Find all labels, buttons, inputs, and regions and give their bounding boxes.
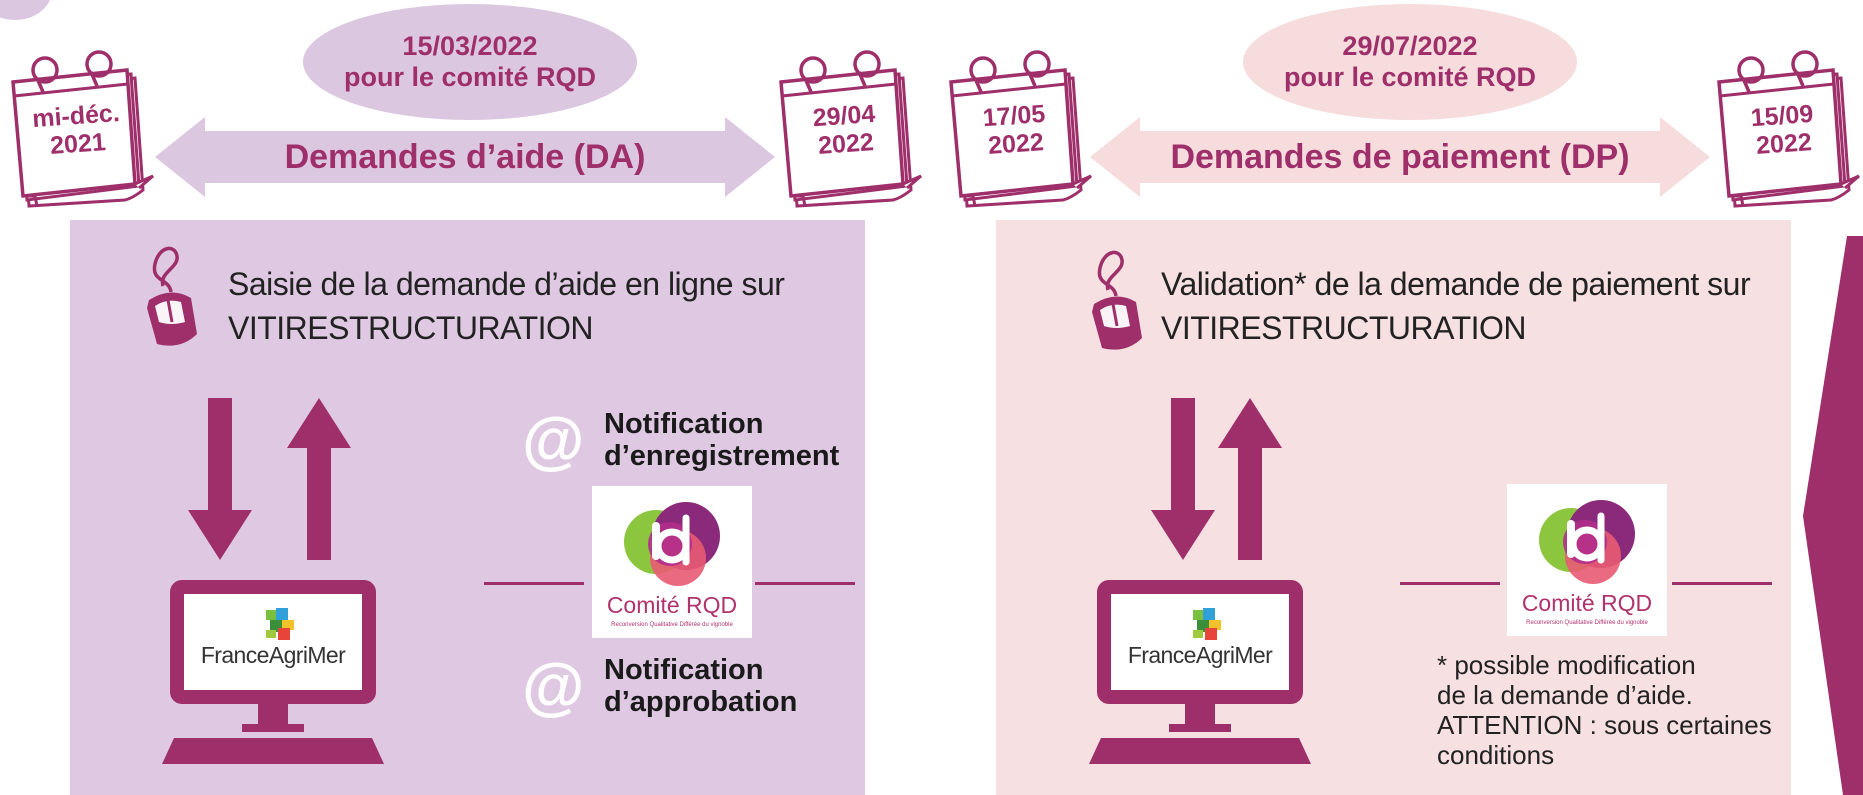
rqd-logo-subtitle: Reconversion Qualitative Différée du vig… — [611, 622, 733, 628]
da-notification-registration-line2: d’enregistrement — [604, 440, 840, 472]
next-step-chevron — [1803, 236, 1863, 795]
da-end-date: 29/04 2022 — [788, 98, 902, 162]
dp-footnote-line4: conditions — [1437, 740, 1555, 770]
mouse-icon — [1086, 246, 1146, 356]
da-notification-approval: Notification d’approbation — [604, 654, 797, 718]
da-start-date: mi-déc. 2021 — [20, 98, 134, 162]
dp-start-date: 17/05 2022 — [958, 98, 1072, 162]
rqd-logo-subtitle: Reconversion Qualitative Différée du vig… — [1526, 620, 1648, 626]
rqd-logo-title: Comité RQD — [606, 592, 738, 618]
down-arrow-icon — [188, 398, 252, 560]
computer-icon — [158, 576, 388, 766]
dp-timeline-arrow — [1090, 117, 1710, 197]
da-notification-approval-line1: Notification — [604, 654, 764, 686]
da-timeline-label: Demandes d’aide (DA) — [284, 137, 646, 176]
rqd-logo: Comité RQD Reconversion Qualitative Diff… — [1507, 484, 1667, 636]
da-timeline-arrow — [155, 117, 775, 197]
dp-step-line2: VITIRESTRUCTURATION — [1161, 310, 1527, 346]
dp-step-line1: Validation* de la demande de paiement su… — [1161, 266, 1751, 302]
rqd-logo: Comité RQD Reconversion Qualitative Diff… — [592, 486, 752, 638]
rqd-logo-title: Comité RQD — [1521, 590, 1653, 616]
dp-committee-date-line2: pour le comité RQD — [1283, 62, 1537, 92]
down-arrow-icon — [1151, 398, 1215, 560]
divider-line — [484, 582, 584, 585]
dp-committee-date: 29/07/2022 pour le comité RQD — [1243, 4, 1577, 120]
divider-line — [1672, 582, 1772, 585]
da-notification-registration-line1: Notification — [604, 408, 764, 440]
da-committee-date-line1: 15/03/2022 — [402, 31, 538, 61]
corner-circle — [0, 0, 52, 20]
dp-computer-label: FranceAgriMer — [1127, 642, 1273, 668]
dp-committee-date-line1: 29/07/2022 — [1342, 31, 1478, 61]
up-arrow-icon — [287, 398, 351, 560]
divider-line — [1400, 582, 1500, 585]
dp-footnote-line1: * possible modification — [1437, 650, 1696, 680]
computer-icon — [1085, 576, 1315, 766]
up-arrow-icon — [1218, 398, 1282, 560]
at-icon: @ — [522, 404, 585, 476]
franceagrimer-logo — [1189, 606, 1225, 642]
franceagrimer-logo — [262, 606, 298, 642]
rqd-logo-mark — [1527, 490, 1647, 590]
dp-step-text: Validation* de la demande de paiement su… — [1161, 262, 1801, 350]
da-notification-registration: Notification d’enregistrement — [604, 408, 839, 472]
dp-footnote-line3: ATTENTION : sous certaines — [1437, 710, 1772, 740]
rqd-logo-mark — [612, 492, 732, 592]
mouse-icon — [141, 242, 201, 352]
da-committee-date-line2: pour le comité RQD — [343, 62, 597, 92]
at-icon: @ — [522, 650, 585, 722]
dp-footnote-line2: de la demande d’aide. — [1437, 680, 1693, 710]
da-committee-date: 15/03/2022 pour le comité RQD — [303, 4, 637, 120]
da-step-line1: Saisie de la demande d’aide en ligne sur — [228, 266, 785, 302]
dp-footnote: * possible modification de la demande d’… — [1437, 650, 1797, 770]
da-computer-label: FranceAgriMer — [200, 642, 346, 668]
da-step-line2: VITIRESTRUCTURATION — [228, 310, 594, 346]
dp-end-date: 15/09 2022 — [1726, 98, 1840, 162]
divider-line — [755, 582, 855, 585]
da-step-text: Saisie de la demande d’aide en ligne sur… — [228, 262, 848, 350]
da-notification-approval-line2: d’approbation — [604, 686, 798, 718]
dp-timeline-label: Demandes de paiement (DP) — [1170, 137, 1630, 176]
